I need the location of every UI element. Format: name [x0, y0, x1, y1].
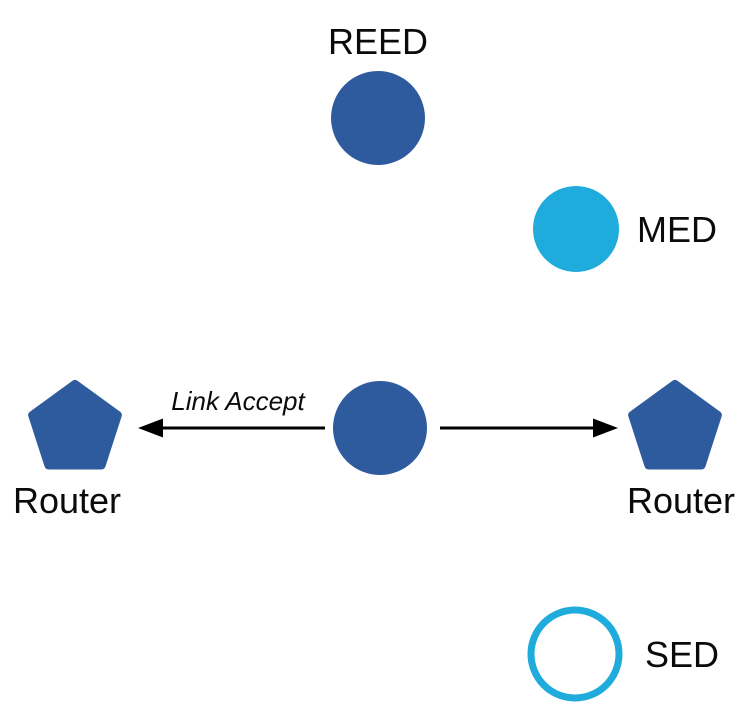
sed-node-label: SED	[645, 634, 719, 675]
sed-node-circle	[527, 606, 623, 702]
center-node-circle	[333, 381, 427, 475]
med-node-circle	[533, 186, 619, 272]
right-arrowhead-icon	[593, 418, 618, 438]
router-right-pentagon	[628, 380, 722, 470]
med-node-label: MED	[637, 209, 717, 250]
left-arrowhead-icon	[138, 418, 163, 438]
reed-node-circle	[331, 71, 425, 165]
router-right-label: Router	[627, 480, 735, 521]
reed-node-label: REED	[328, 21, 428, 62]
router-left-label: Router	[13, 480, 121, 521]
link-accept-edge-label: Link Accept	[171, 386, 306, 416]
router-left-pentagon	[28, 380, 122, 470]
